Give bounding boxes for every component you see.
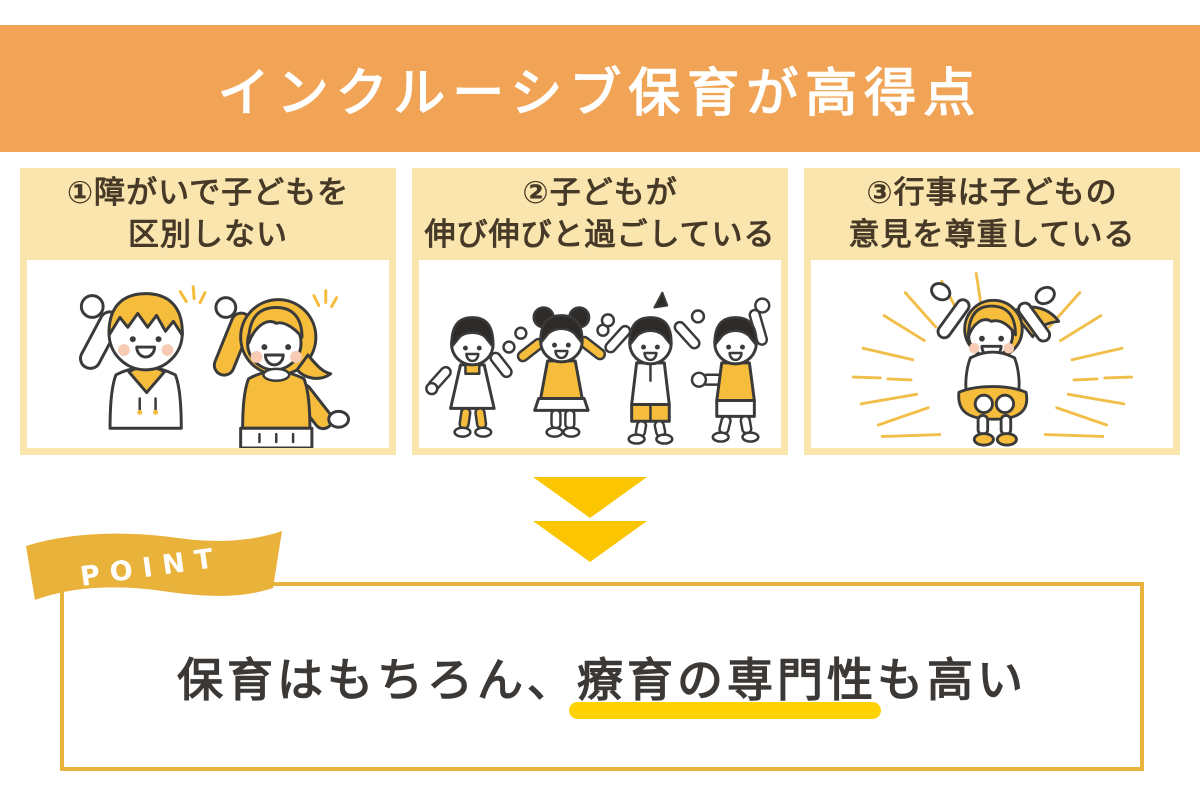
card-3-title: ③行事は子どもの 意見を尊重している <box>804 168 1180 260</box>
dancing-boy-2 <box>690 297 771 443</box>
card-1-title-line2: 区別しない <box>128 217 288 253</box>
double-chevron-down-icon <box>533 477 647 562</box>
card-3: ③行事は子どもの 意見を尊重している <box>804 168 1180 455</box>
page-title: インクルーシブ保育が高得点 <box>217 64 983 124</box>
sparkle-icon <box>178 285 339 308</box>
card-2-title: ②子どもが 伸び伸びと過ごしている <box>412 168 788 260</box>
jumping-girl <box>930 282 1061 447</box>
dancing-girl-2 <box>514 306 610 438</box>
card-3-title-line1: ③行事は子どもの <box>866 175 1118 211</box>
point-statement: 保育はもちろん、療育の専門性も高い <box>177 644 1027 719</box>
point-box: 保育はもちろん、療育の専門性も高い <box>60 582 1144 771</box>
card-1-illustration <box>27 260 389 448</box>
point-ribbon: POINT <box>16 524 292 612</box>
boy-raising-fist <box>79 292 184 430</box>
ribbon-banner-icon: POINT <box>26 531 282 600</box>
point-text-highlighted: 療育の専門性 <box>569 644 881 719</box>
dancing-boy-1 <box>600 291 706 445</box>
card-3-illustration <box>811 260 1173 448</box>
card-2-title-line1: ②子どもが <box>522 175 678 211</box>
card-1-title-line1: ①障がいで子どもを <box>66 175 350 211</box>
card-2-title-line2: 伸び伸びと過ごしている <box>424 217 776 253</box>
chevron-down-bottom <box>533 521 647 562</box>
point-text-before: 保育はもちろん、 <box>177 652 577 707</box>
card-3-title-line2: 意見を尊重している <box>848 217 1136 253</box>
card-1-title: ①障がいで子どもを 区別しない <box>20 168 396 260</box>
four-children-dancing-illustration <box>425 291 771 445</box>
header-band: インクルーシブ保育が高得点 <box>0 25 1200 152</box>
dancing-girl-1 <box>425 316 516 438</box>
girl-raising-fist <box>212 296 350 448</box>
girl-jumping-with-sunburst-illustration <box>851 271 1133 447</box>
card-1: ①障がいで子どもを 区別しない <box>20 168 396 455</box>
card-2: ②子どもが 伸び伸びと過ごしている <box>412 168 788 455</box>
two-children-raising-hands-illustration <box>79 285 350 448</box>
chevron-down-top <box>533 477 647 518</box>
card-2-illustration <box>419 260 781 448</box>
point-text-after: も高い <box>877 652 1027 707</box>
cards-row: ①障がいで子どもを 区別しない <box>20 168 1180 455</box>
